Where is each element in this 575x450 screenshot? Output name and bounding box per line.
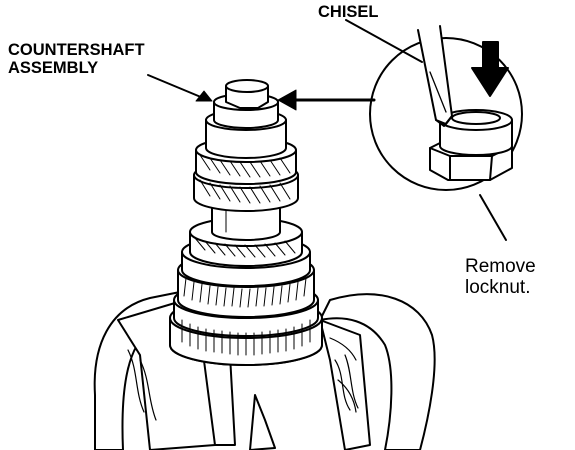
countershaft-label-line1: COUNTERSHAFT: [8, 41, 145, 59]
countershaft-label-line2: ASSEMBLY: [8, 59, 99, 78]
bearing-and-locknut: [205, 79, 287, 159]
countershaft-assembly-label: COUNTERSHAFT ASSEMBLY: [8, 41, 145, 78]
arrowheads: [195, 89, 297, 111]
base-gear: [169, 235, 323, 366]
leaders: [147, 19, 507, 241]
chisel-label-text: CHISEL: [318, 3, 379, 21]
detail-circle: [369, 25, 523, 191]
chisel-label: CHISEL: [318, 3, 379, 21]
remove-label-line2: locknut.: [465, 276, 531, 298]
remove-label-line1: Remove: [465, 256, 536, 277]
remove-locknut-label: Remove locknut.: [465, 256, 536, 298]
